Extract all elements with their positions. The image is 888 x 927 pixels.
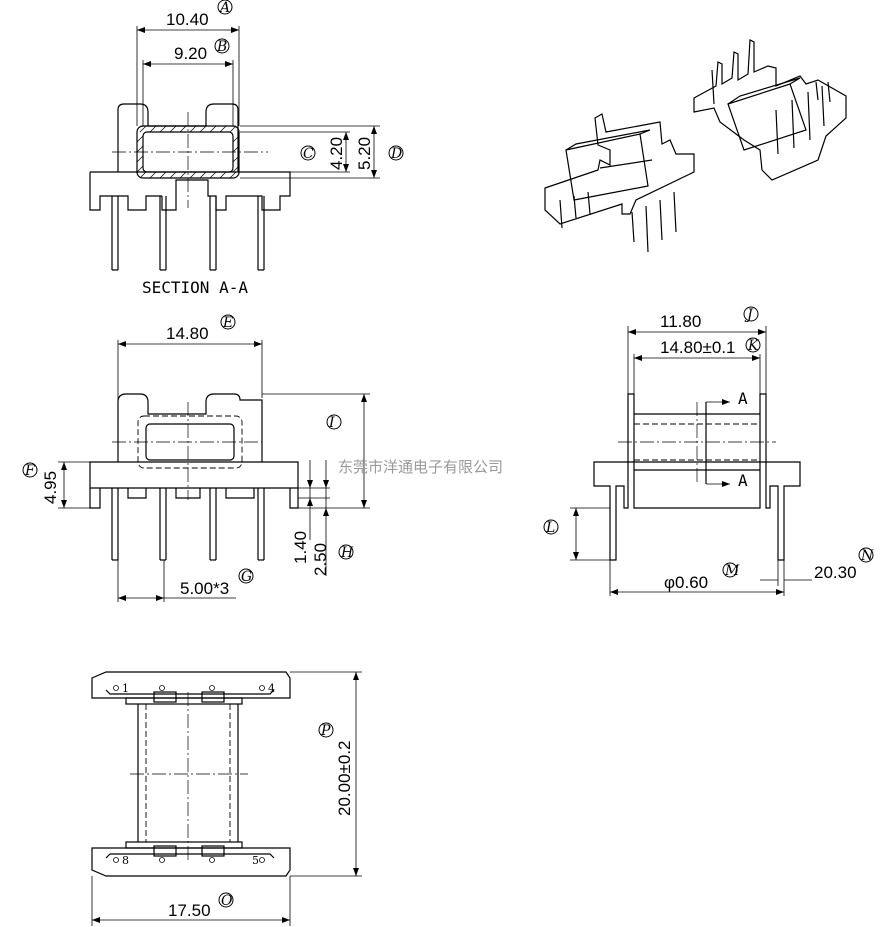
side-view: A A 11.80 J 14.80±0.1 K L φ0.60 M 20.30 …: [543, 306, 874, 596]
svg-text:J: J: [744, 307, 754, 323]
dim-g-value: 5.00*3: [180, 579, 229, 598]
svg-text:F: F: [24, 463, 36, 479]
watermark: 东莞市洋通电子有限公司: [338, 458, 503, 476]
svg-text:M: M: [724, 563, 740, 579]
svg-text:G: G: [241, 569, 252, 585]
pin-number-4: 4: [268, 682, 275, 695]
dim-o-value: 17.50: [168, 901, 211, 920]
bottom-view: 1 4 8 5 20.00±0.2 P 17.50 O: [91, 671, 362, 926]
svg-text:E: E: [222, 315, 233, 331]
dim-h-value: 2.50: [311, 543, 330, 576]
dim-a-value: 10.40: [166, 10, 209, 29]
dim-j-value: 11.80: [660, 312, 701, 331]
dim-b-value: 9.20: [174, 44, 207, 63]
svg-text:A: A: [218, 0, 230, 16]
dim-k-value: 14.80±0.1: [660, 338, 736, 357]
section-mark-bottom: A: [738, 471, 748, 490]
svg-text:B: B: [216, 39, 227, 55]
dim-p-value: 20.00±0.2: [335, 740, 354, 816]
section-view: 10.40 A 9.20 B 4.20 5.20 C D SECTION A-A: [89, 0, 404, 297]
svg-text:N: N: [860, 548, 874, 564]
dim-e-value: 14.80: [166, 324, 209, 343]
dim-h2-value: 1.40: [291, 531, 310, 564]
svg-text:P: P: [320, 723, 331, 739]
dim-f-value: 4.95: [41, 471, 60, 504]
dim-m-value: φ0.60: [664, 573, 708, 592]
pin-number-8: 8: [122, 854, 129, 867]
svg-text:I: I: [328, 415, 335, 431]
svg-text:O: O: [221, 893, 233, 909]
dim-d-value: 5.20: [355, 137, 374, 170]
dim-c-value: 4.20: [327, 137, 346, 170]
svg-text:K: K: [747, 338, 760, 354]
pin-number-5: 5: [252, 854, 259, 867]
front-view: 14.80 E I 4.95 F 1.40 2.50 H 5.00*3 G: [22, 314, 370, 602]
section-label: SECTION A-A: [142, 278, 248, 297]
pin-number-1: 1: [122, 682, 129, 695]
svg-text:H: H: [340, 545, 354, 561]
section-mark-top: A: [738, 389, 748, 408]
svg-text:L: L: [545, 520, 555, 536]
dim-n-value: 20.30: [814, 563, 857, 582]
svg-text:D: D: [390, 146, 402, 162]
svg-text:C: C: [303, 146, 314, 162]
isometric-view: [544, 39, 847, 253]
